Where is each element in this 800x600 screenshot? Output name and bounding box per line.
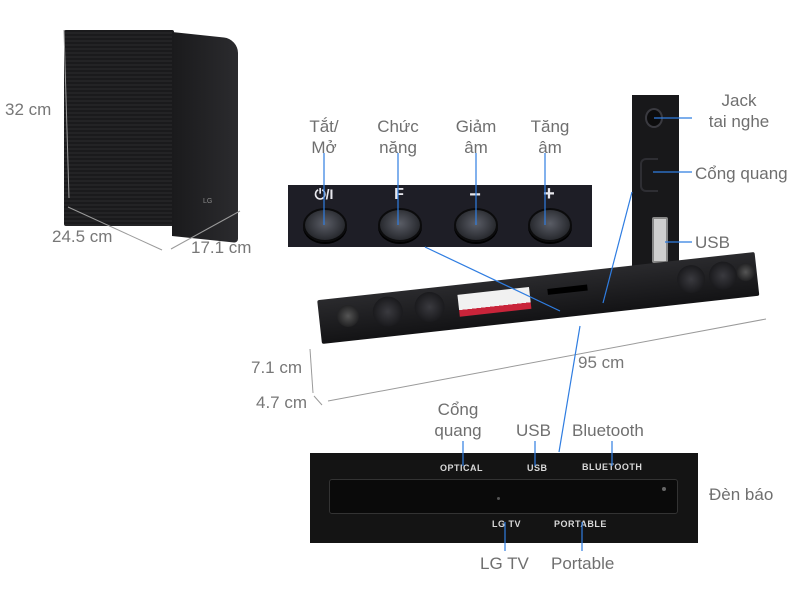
portable-marking: PORTABLE [554, 519, 607, 529]
soundbar-depth-label: 4.7 cm [256, 393, 308, 412]
indicator-led [662, 487, 666, 491]
subwoofer-logo: LG [203, 198, 213, 205]
function-button[interactable] [378, 208, 422, 242]
optical-port-label: Cổng quang [695, 164, 788, 183]
volume-down-label: Giảm âm [455, 117, 497, 157]
subwoofer-front [64, 30, 174, 226]
subwoofer-height-label: 32 cm [5, 100, 52, 119]
plus-icon: + [543, 183, 555, 205]
bluetooth-callout-label: Bluetooth [572, 421, 644, 440]
soundbar-length-label: 95 cm [578, 353, 625, 372]
bluetooth-marking: BLUETOOTH [582, 462, 643, 472]
power-label: Tắt/ Mở [309, 117, 339, 157]
indicator-callout-label: Đèn báo [709, 485, 774, 504]
usb-port-label: USB [695, 233, 730, 252]
subwoofer-depth-label: 17.1 cm [191, 238, 252, 257]
volume-up-button[interactable] [528, 208, 572, 242]
indicator-display [329, 479, 678, 514]
function-label: Chức năng [377, 117, 419, 157]
subwoofer-width-label: 24.5 cm [52, 227, 113, 246]
optical-marking: OPTICAL [440, 463, 483, 473]
indicator-led [497, 497, 500, 500]
volume-up-label: Tăng âm [530, 117, 570, 157]
minus-icon: − [469, 184, 481, 206]
lgtv-marking: LG TV [492, 519, 521, 529]
power-button[interactable] [303, 208, 347, 242]
lgtv-callout-label: LG TV [480, 554, 529, 573]
usb-marking: USB [527, 463, 548, 473]
optical-port[interactable] [640, 158, 658, 192]
function-icon: F [394, 186, 404, 203]
usb-callout-label: USB [516, 421, 551, 440]
headphone-jack-label: Jack tai nghe [708, 91, 770, 131]
portable-callout-label: Portable [551, 554, 615, 573]
soundbar-height-label: 7.1 cm [251, 358, 303, 377]
optical-callout-label: Cổng quang [434, 400, 482, 440]
